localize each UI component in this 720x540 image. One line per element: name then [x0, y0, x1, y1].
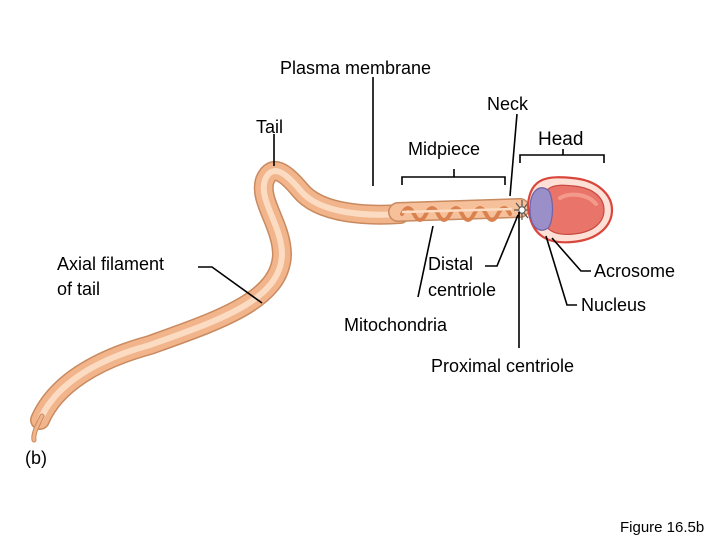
nucleus-highlight [558, 192, 598, 206]
proximal-centriole-region [529, 187, 554, 231]
tail-label: Tail [256, 117, 283, 137]
head-bracket [519, 149, 605, 163]
proximal-centriole-label: Proximal centriole [431, 356, 574, 376]
tail-end-piece-fill [32, 414, 44, 442]
labels: Plasma membrane Neck Tail Head Midpiece … [25, 58, 704, 536]
neck-label: Neck [487, 94, 529, 114]
panel-label: (b) [25, 448, 47, 468]
sperm-cell [30, 161, 614, 443]
mitochondria-leader [417, 225, 434, 298]
distal-centriole-leader [485, 214, 519, 267]
leader-lines [198, 77, 605, 348]
acrosome-label: Acrosome [594, 261, 675, 281]
nucleus-label: Nucleus [581, 295, 646, 315]
head [526, 176, 614, 244]
midpiece [388, 198, 530, 222]
midpiece-core [401, 207, 513, 214]
plasma-membrane-label: Plasma membrane [280, 58, 431, 78]
axial-filament-label-line1: Axial filament [57, 254, 164, 274]
distal-centriole [514, 200, 530, 220]
distal-centriole-label-line2: centriole [428, 280, 496, 300]
mitochondria-spiral [400, 206, 512, 222]
axial-filament [37, 168, 403, 423]
midpiece-bracket [401, 169, 506, 185]
acrosome-leader [551, 237, 591, 272]
nucleus-leader [545, 235, 577, 306]
head-label: Head [538, 129, 583, 150]
neck-leader [509, 113, 518, 197]
midpiece-label: Midpiece [408, 139, 480, 159]
distal-centriole-label-line1: Distal [428, 254, 473, 274]
tail [30, 161, 410, 443]
axial-filament-leader [198, 266, 263, 304]
axial-filament-label-line2: of tail [57, 279, 100, 299]
figure-caption: Figure 16.5b [620, 519, 704, 536]
mitochondria-label: Mitochondria [344, 315, 448, 335]
